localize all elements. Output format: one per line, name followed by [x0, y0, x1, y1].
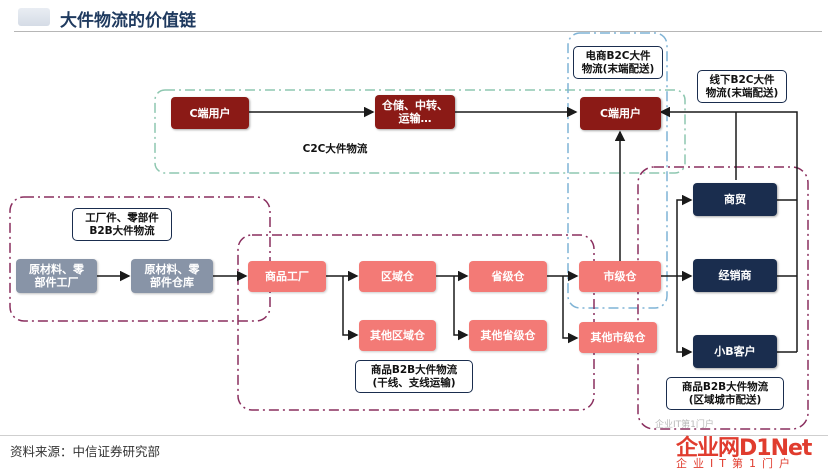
b2b-parts-logistics-label: 工厂件、零部件 B2B大件物流 [72, 208, 172, 241]
watermark-brand: 企业网D1Net [676, 436, 812, 461]
ecommerce-group-outline [567, 32, 668, 309]
page-title: 大件物流的价值链 [60, 11, 196, 31]
trade-node: 商贸 [693, 183, 777, 216]
title-logo-icon [18, 8, 50, 26]
regional-warehouse-node: 区域仓 [359, 261, 436, 292]
raw-material-warehouse-node: 原材料、零 部件仓库 [131, 259, 213, 293]
source-divider [0, 435, 828, 436]
other-city-warehouse-node: 其他市级仓 [579, 322, 657, 353]
c2c-logistics-label: C2C大件物流 [302, 143, 368, 155]
title-divider [14, 31, 822, 32]
b2b-parts-group-outline [9, 196, 271, 322]
b2b-trunk-logistics-label: 商品B2B大件物流 (干线、支线运输) [355, 360, 473, 393]
distributor-node: 经销商 [693, 259, 777, 292]
product-factory-node: 商品工厂 [248, 261, 326, 292]
b2b-city-group-outline [637, 166, 809, 430]
watermark-tagline: 企业IT第1门户 [676, 457, 796, 470]
provincial-warehouse-node: 省级仓 [469, 261, 547, 292]
other-regional-warehouse-node: 其他区域仓 [359, 320, 436, 351]
b2b-city-logistics-label: 商品B2B大件物流 (区域城市配送) [666, 377, 784, 410]
source-note: 资料来源：中信证券研究部 [10, 444, 161, 459]
c-user-left-node: C端用户 [171, 97, 249, 129]
storage-transport-node: 仓储、中转、 运输… [375, 95, 455, 129]
raw-material-factory-node: 原材料、零 部件工厂 [16, 259, 97, 293]
city-warehouse-node: 市级仓 [579, 261, 661, 292]
c2c-group-outline [154, 89, 686, 174]
c-user-right-node: C端用户 [580, 97, 661, 130]
small-b-client-node: 小B客户 [693, 335, 777, 368]
other-provincial-warehouse-node: 其他省级仓 [469, 320, 547, 351]
ecommerce-b2c-label: 电商B2C大件 物流(末端配送) [573, 46, 663, 79]
offline-b2c-label: 线下B2C大件 物流(末端配送) [697, 70, 787, 103]
watermark-faint-text: 企业IT第1门户 [655, 420, 714, 430]
